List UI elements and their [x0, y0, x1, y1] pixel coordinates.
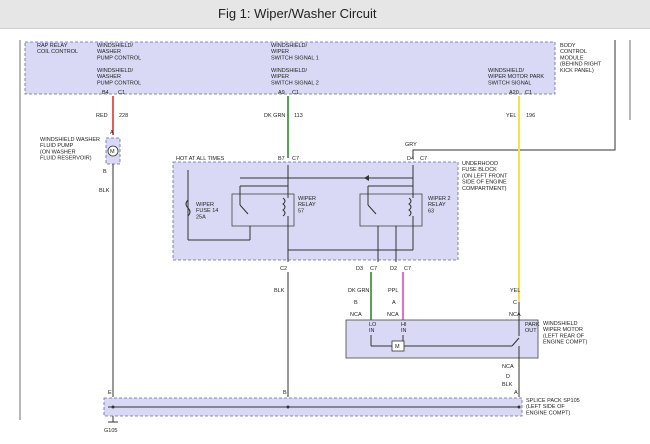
wire-blk-3-label: BLK [502, 382, 513, 388]
motor-symbol: M [395, 344, 400, 350]
wire-nca-1: NCA [350, 312, 362, 318]
motor-pin-c: C [513, 300, 517, 306]
hot-at-all-times-label: HOT AT ALL TIMES [176, 156, 225, 162]
pin-a9: A9 [278, 90, 285, 96]
wire-dkgrn-number: 113 [294, 113, 303, 119]
park-switch-arm [511, 337, 520, 347]
wire-yel-number: 196 [526, 113, 535, 119]
pin-d4: D4 [407, 156, 414, 162]
wire-red-label: RED [96, 113, 108, 119]
pump-motor-symbol: M [110, 149, 115, 155]
pin-c7-a: C7 [292, 156, 299, 162]
wire-nca-3: NCA [509, 312, 521, 318]
pin-c1-b: C1 [292, 90, 299, 96]
figure-header: Fig 1: Wiper/Washer Circuit [0, 0, 650, 29]
pin-c7-c: C7 [370, 266, 377, 272]
pin-b7: B7 [278, 156, 285, 162]
pin-a20: A20 [509, 90, 519, 96]
wire-blk-2-label: BLK [274, 288, 285, 294]
motor-pin-b: B [354, 300, 358, 306]
wiper-relay-57-box [231, 193, 295, 227]
motor-pin-a: A [392, 300, 396, 306]
pin-c1-a: C1 [118, 90, 125, 96]
wire-nca-4: NCA [502, 364, 514, 370]
splice-node-e [111, 405, 115, 409]
wire-ppl-label: PPL [388, 288, 398, 294]
pin-c2: C2 [280, 266, 287, 272]
pump-pin-a: A [110, 130, 114, 136]
pin-c7-b: C7 [420, 156, 427, 162]
wire-yel-label: YEL [506, 113, 516, 119]
bus-arrow-icon [364, 175, 369, 181]
pin-c7-d: C7 [404, 266, 411, 272]
wire-dkgrn-2-label: DK GRN [348, 288, 369, 294]
figure-title: Fig 1: Wiper/Washer Circuit [218, 6, 377, 21]
splice-node-b [286, 405, 290, 409]
relay57-coil-icon [282, 197, 286, 217]
wire-dkgrn-label: DK GRN [264, 113, 285, 119]
relay63-switch-arm [367, 204, 377, 215]
wire-yel-2-label: YEL [510, 288, 520, 294]
wire-red-number: 228 [119, 113, 128, 119]
pin-d2: D2 [390, 266, 397, 272]
wire-gry [412, 40, 616, 158]
splice-node-a [517, 405, 521, 409]
relay63-coil-icon [408, 197, 412, 217]
ground-g105-label: G105 [104, 428, 117, 434]
relay57-switch-arm [239, 204, 249, 215]
wire-nca-2: NCA [387, 312, 399, 318]
splice-pin-b: B [283, 390, 287, 396]
pump-pin-b: B [103, 169, 107, 175]
body-control-module-box [24, 41, 556, 95]
splice-pin-a: A [514, 390, 518, 396]
motor-pin-d: D [506, 374, 510, 380]
wire-gry-label: GRY [405, 142, 417, 148]
pin-d3: D3 [356, 266, 363, 272]
splice-pin-e: E [108, 390, 112, 396]
washer-pump-motor-icon [107, 145, 119, 157]
pin-b4: B4 [102, 90, 109, 96]
pin-c1-c: C1 [525, 90, 532, 96]
fuse-14-symbol [185, 199, 191, 217]
wiper-relay-63-box [359, 193, 423, 227]
wire-blk-1-label: BLK [99, 188, 110, 194]
wiper-motor-box [345, 319, 539, 359]
